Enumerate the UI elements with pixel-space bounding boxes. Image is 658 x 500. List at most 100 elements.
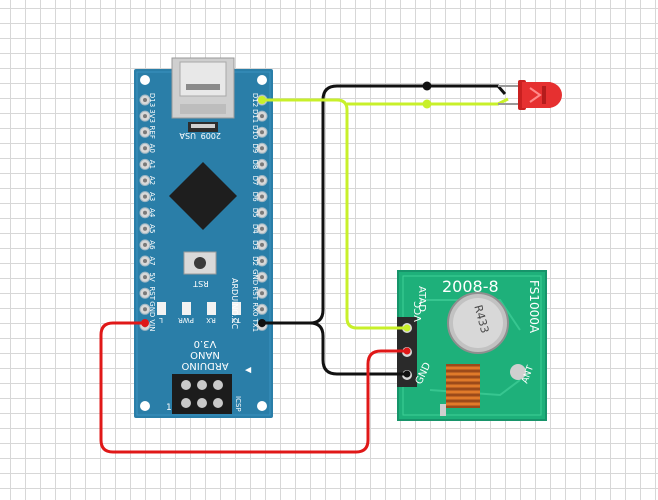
arduino-label: ARDUINO: [181, 360, 228, 371]
pin-label-right: D5: [251, 208, 259, 218]
date-code-label: 2008-8: [442, 277, 499, 296]
led-label: L: [159, 316, 163, 324]
led-rx: [207, 302, 216, 315]
pin-label-right: D9: [251, 143, 259, 153]
pin-hole: [143, 98, 147, 102]
pin-label-left: VIN: [148, 319, 156, 331]
reset-button[interactable]: [183, 251, 217, 275]
pin-label-left: D13: [148, 93, 156, 107]
pin-hole: [143, 162, 147, 167]
pin-label-left: 3V3: [148, 109, 156, 123]
wire-endpoint: [141, 319, 149, 327]
mount-hole: [257, 75, 267, 85]
pin-hole: [143, 291, 147, 296]
icsp-header: [172, 374, 232, 414]
pin-label-right: D4: [251, 224, 259, 234]
antenna-coil: [440, 364, 480, 416]
pin-label-right: D6: [251, 192, 259, 202]
pin-hole: [143, 146, 147, 151]
model-label: FS1000A: [527, 280, 541, 334]
pin-hole: [260, 146, 264, 151]
nano-label: NANO: [190, 349, 220, 360]
pin-label-right: GND: [251, 269, 259, 285]
usb-connector: [171, 57, 235, 132]
pin-hole: [143, 226, 147, 231]
pin-hole: [143, 130, 147, 135]
rf-component: [510, 364, 526, 380]
led-label: TX: [231, 316, 241, 324]
led-l: [157, 302, 166, 315]
led-tx: [232, 302, 241, 315]
pin-label-right: D2: [251, 256, 259, 266]
pin-label-left: A6: [148, 240, 156, 250]
pin-hole: [260, 194, 264, 199]
pin-hole: [260, 226, 264, 231]
wire-gnd-rf[interactable]: [309, 321, 407, 376]
pin-hole: [260, 242, 264, 247]
pin-hole: [143, 178, 147, 183]
pin-hole: [260, 130, 264, 135]
rf-transmitter-module[interactable]: R433 2008-8 ATAD VCC GND FS1000A ANT: [397, 270, 547, 421]
pin-hole: [143, 210, 147, 215]
pin-label-right: D3: [251, 240, 259, 250]
icsp-label: ICSP: [234, 396, 242, 412]
wire-endpoint: [403, 324, 411, 332]
led-pwr: [182, 302, 191, 315]
led-icon[interactable]: [498, 80, 562, 110]
pin-hole: [260, 291, 264, 296]
mount-hole: [257, 401, 267, 411]
country-label: USA: [179, 131, 196, 140]
pin-label-left: A3: [148, 192, 156, 201]
pin-hole: [143, 114, 147, 119]
led-label: PWR: [178, 316, 194, 324]
wire-endpoint: [258, 96, 266, 104]
pin-hole: [260, 210, 264, 215]
pin-hole: [143, 242, 147, 247]
wire-junction: [422, 99, 432, 109]
arduino-nano-board[interactable]: RST 2009 USA ARDUINO.CC V3.0 NANO ARDUIN…: [134, 57, 273, 418]
version-label: V3.0: [194, 338, 217, 349]
wire-data[interactable]: [262, 98, 407, 330]
pin-label-right: RX0: [251, 302, 259, 316]
pin-hole: [260, 114, 264, 119]
mount-hole: [140, 401, 150, 411]
pin-hole: [260, 259, 264, 263]
pin-label-left: RST: [148, 286, 156, 300]
microcontroller-chip: [169, 162, 237, 230]
pin-hole: [143, 259, 147, 263]
pin-hole: [260, 307, 264, 312]
triangle-mark: ▼: [244, 367, 253, 374]
rst-button-label: RST: [193, 279, 209, 288]
pin-label-left: A1: [148, 160, 156, 169]
pin-label-left: A7: [148, 256, 156, 265]
pin-label-right: D10: [251, 125, 259, 139]
pin-label-left: A4: [148, 208, 156, 218]
rf-pin-label-vcc: VCC: [413, 301, 424, 322]
year-label: 2009: [201, 131, 221, 140]
wire-junction: [422, 81, 432, 91]
pin-label-left: A2: [148, 176, 156, 185]
wire-endpoint: [403, 370, 411, 378]
led-label: RX: [206, 316, 216, 324]
pin-hole: [260, 162, 264, 167]
pin-label-right: D8: [251, 159, 259, 169]
pin-hole: [260, 178, 264, 183]
wire-vcc[interactable]: [99, 321, 407, 454]
pin-label-right: D7: [251, 176, 259, 186]
pin-label-right: D12: [251, 93, 259, 107]
pin-hole: [260, 275, 264, 280]
pin-hole: [143, 275, 147, 280]
wire-endpoint: [403, 347, 411, 355]
rf-pin-label-data: ATAD: [416, 286, 427, 312]
brand-label: ARDUINO.CC: [230, 278, 239, 329]
pin-hole: [143, 194, 147, 199]
wire-endpoint: [258, 319, 266, 327]
icsp-pin1-label: 1: [166, 403, 172, 413]
pin-label-left: A5: [148, 224, 156, 233]
pin-hole: [143, 307, 147, 312]
pin-label-left: A0: [148, 144, 156, 153]
pin-label-right: D11: [251, 109, 259, 123]
pin-label-left: GND: [148, 301, 156, 317]
pin-label-left: REF: [148, 126, 156, 139]
